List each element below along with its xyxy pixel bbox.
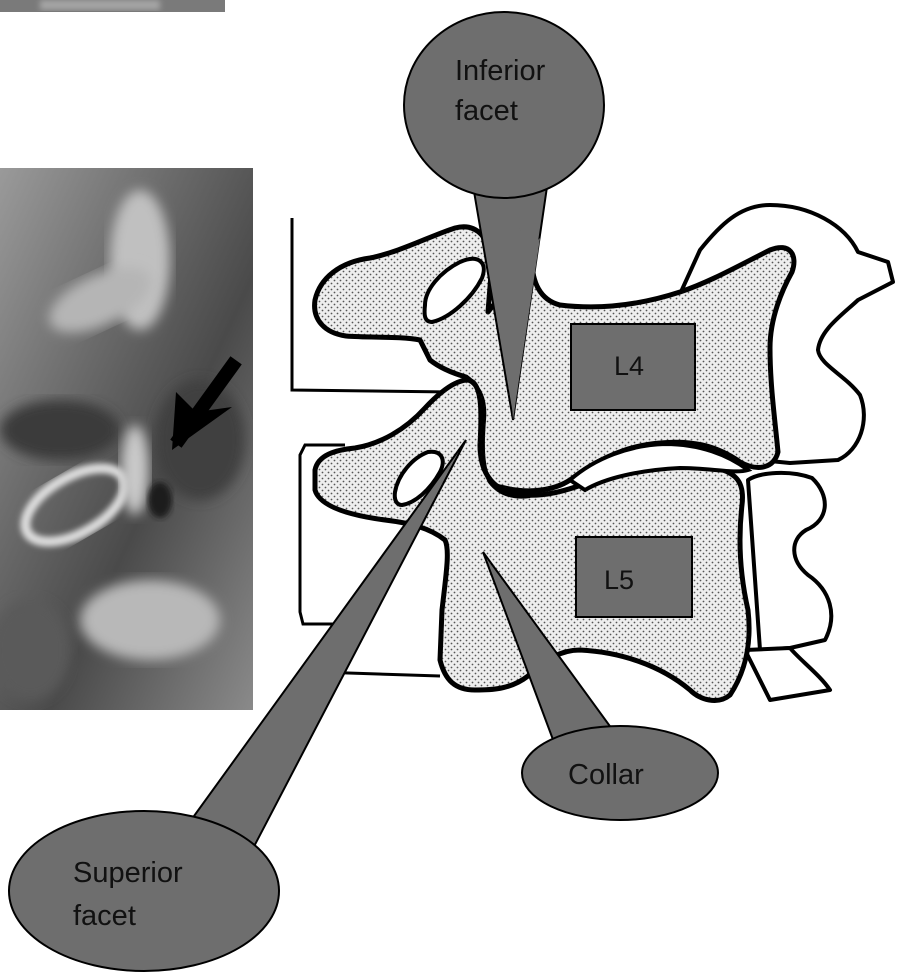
l5-box: L5 [576,537,692,617]
inferior-facet-line2: facet [455,95,518,127]
collar-label: Collar [568,759,644,791]
xray-top-strip [0,0,225,12]
l5-label: L5 [604,565,634,595]
inferior-facet-line1: Inferior [455,55,546,87]
l4-box: L4 [571,324,695,410]
l4-label: L4 [614,351,644,381]
xray-image [0,168,253,710]
superior-facet-line1: Superior [73,857,183,889]
superior-facet-line2: facet [73,900,136,932]
